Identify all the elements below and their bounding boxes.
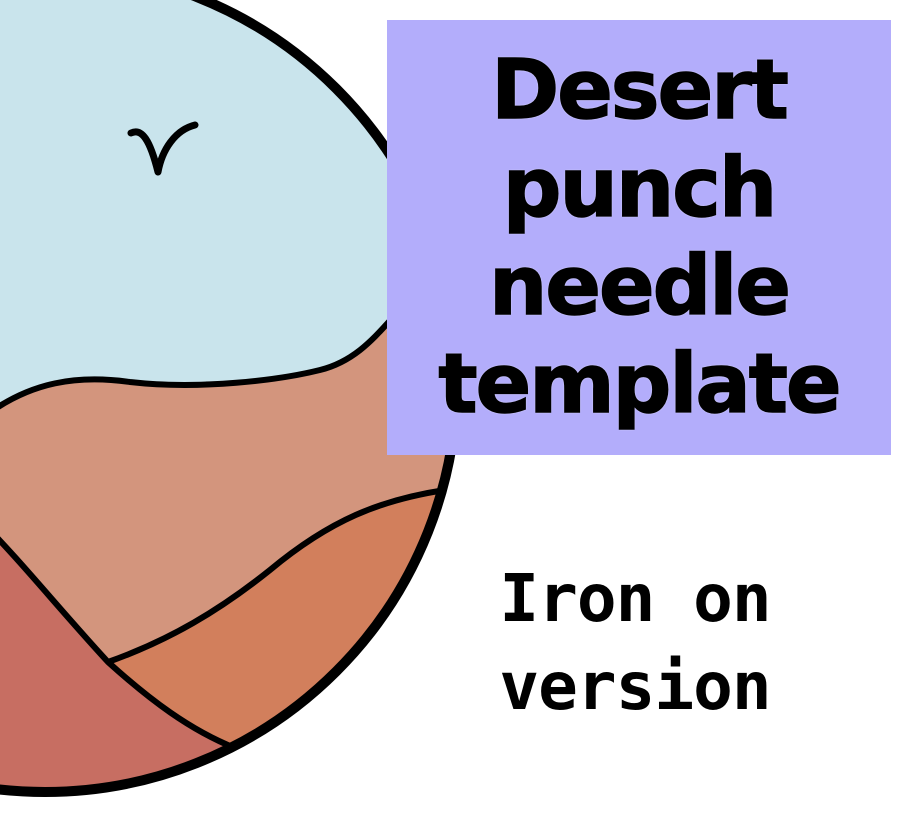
title-line-3: needle bbox=[488, 238, 792, 335]
dune-red bbox=[0, 520, 235, 792]
subtitle: Iron on version bbox=[470, 555, 800, 731]
subtitle-line-1: Iron on bbox=[499, 560, 771, 637]
subtitle-line-2: version bbox=[499, 648, 771, 725]
title-banner: Desert punch needle template bbox=[387, 20, 891, 455]
title-line-4: template bbox=[438, 336, 843, 433]
title-line-1: Desert bbox=[490, 42, 789, 139]
bird-icon bbox=[127, 121, 199, 176]
title-line-2: punch bbox=[502, 140, 778, 237]
